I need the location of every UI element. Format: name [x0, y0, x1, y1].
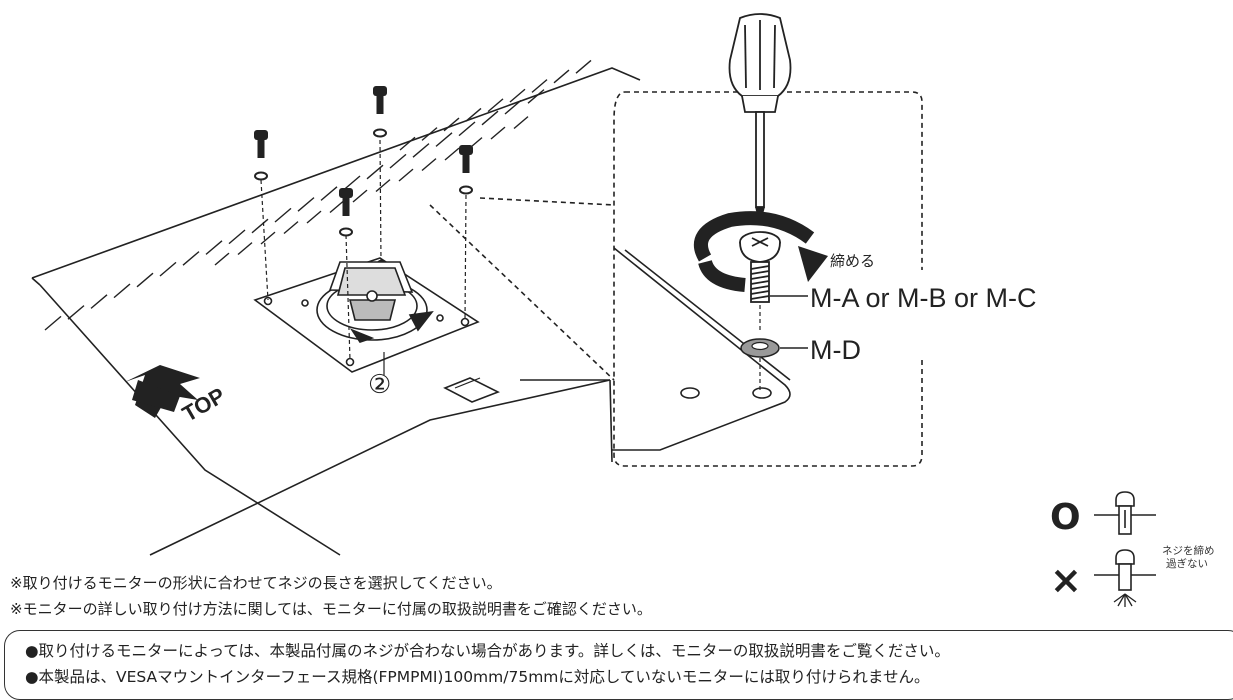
zoomed-washer-icon	[740, 338, 780, 358]
legend-ng-mark: ×	[1050, 558, 1082, 602]
legend-ok-mark: O	[1050, 497, 1081, 538]
vent-slot	[435, 132, 453, 147]
screw-icon	[339, 188, 353, 216]
vent-slot	[205, 240, 223, 255]
swivel-mount	[316, 261, 434, 343]
zoom-callout-frame	[429, 91, 923, 467]
vent-slot	[214, 252, 230, 266]
screw-icon	[254, 130, 268, 158]
vent-slot	[306, 210, 322, 224]
screw-thread	[750, 290, 770, 295]
washer-icon	[254, 128, 473, 237]
zoomed-screw-icon	[739, 231, 781, 303]
vent-slot	[398, 168, 414, 182]
vent-slot	[352, 189, 368, 203]
screwdriver-icon	[728, 13, 792, 226]
vent-slot	[481, 110, 499, 126]
screw-options-label: M-A or M-B or M-C	[810, 283, 1037, 313]
vent-slot	[297, 197, 315, 212]
vent-slot	[228, 229, 246, 245]
legend-ng-note-line1: ネジを締め	[1162, 545, 1215, 557]
vent-slot	[458, 121, 476, 137]
vent-slot	[44, 315, 62, 331]
vent-slot	[136, 272, 154, 288]
vent-slot	[490, 126, 506, 140]
screw-thread	[750, 285, 770, 290]
part-number-label: ②	[368, 370, 392, 400]
info-line-vesa: ●本製品は、VESAマウントインターフェース規格(FPMPMI)100mm/75…	[25, 668, 930, 686]
info-box: ●取り付けるモニターによっては、本製品付属のネジが合わない場合があります。詳しく…	[4, 630, 1233, 700]
legend-ng-icon	[1094, 549, 1156, 615]
vent-slot	[527, 89, 545, 104]
vent-slot	[67, 305, 85, 320]
washer-label: M-D	[810, 335, 861, 365]
tighten-label: 締める	[830, 252, 876, 270]
vent-slot	[375, 179, 391, 193]
vent-slot	[274, 207, 292, 223]
vent-slot	[487, 98, 504, 113]
vent-slot	[504, 99, 522, 115]
port-hole	[443, 377, 500, 403]
screws	[254, 86, 473, 237]
vent-slot	[251, 218, 269, 234]
screw-icon	[373, 86, 387, 114]
vent-slot	[182, 251, 200, 266]
screw-guide-lines	[260, 139, 467, 361]
vent-slot	[159, 261, 177, 277]
vent-slot	[443, 117, 460, 132]
vent-slot	[399, 136, 416, 151]
vent-slot	[465, 107, 482, 122]
vent-slot	[421, 158, 437, 172]
screw-thread	[750, 270, 770, 275]
vent-slots	[44, 59, 592, 331]
vent-slot	[260, 231, 276, 245]
vent-slot	[90, 294, 108, 309]
rotate-arrow-icon	[693, 211, 828, 292]
vent-slot	[444, 147, 460, 161]
legend-ng-note-line2: 過ぎない	[1166, 558, 1208, 570]
note-screw-length: ※取り付けるモニターの形状に合わせてネジの長さを選択してください。	[10, 574, 502, 592]
vent-slot	[329, 200, 345, 214]
vent-slot	[531, 79, 548, 93]
vent-slot	[553, 69, 570, 84]
vent-slot	[412, 143, 430, 158]
vent-slot	[343, 175, 361, 191]
monitor-back-panel	[31, 67, 641, 556]
vent-slot	[513, 116, 529, 130]
screw-icon	[459, 145, 473, 173]
info-line-screw-fit: ●取り付けるモニターによっては、本製品付属のネジが合わない場合があります。詳しく…	[25, 642, 950, 660]
vent-slot	[575, 59, 592, 74]
zoomed-panel	[612, 247, 791, 451]
vent-slot	[421, 127, 438, 141]
vent-slot	[113, 283, 131, 299]
vent-slot	[509, 88, 526, 103]
screw-thread	[750, 295, 770, 300]
vent-slot	[366, 164, 384, 180]
screw-thread	[750, 275, 770, 280]
vent-slot	[389, 153, 407, 169]
note-monitor-manual: ※モニターの詳しい取り付け方法に関しては、モニターに付属の取扱説明書をご確認くだ…	[10, 600, 652, 618]
screw-thread	[750, 265, 770, 270]
top-arrow-icon	[125, 365, 200, 418]
legend-ok-icon	[1094, 491, 1156, 555]
screw-thread	[750, 280, 770, 285]
vent-slot	[237, 242, 253, 256]
vent-slot	[283, 221, 299, 235]
vent-slot	[320, 186, 338, 201]
